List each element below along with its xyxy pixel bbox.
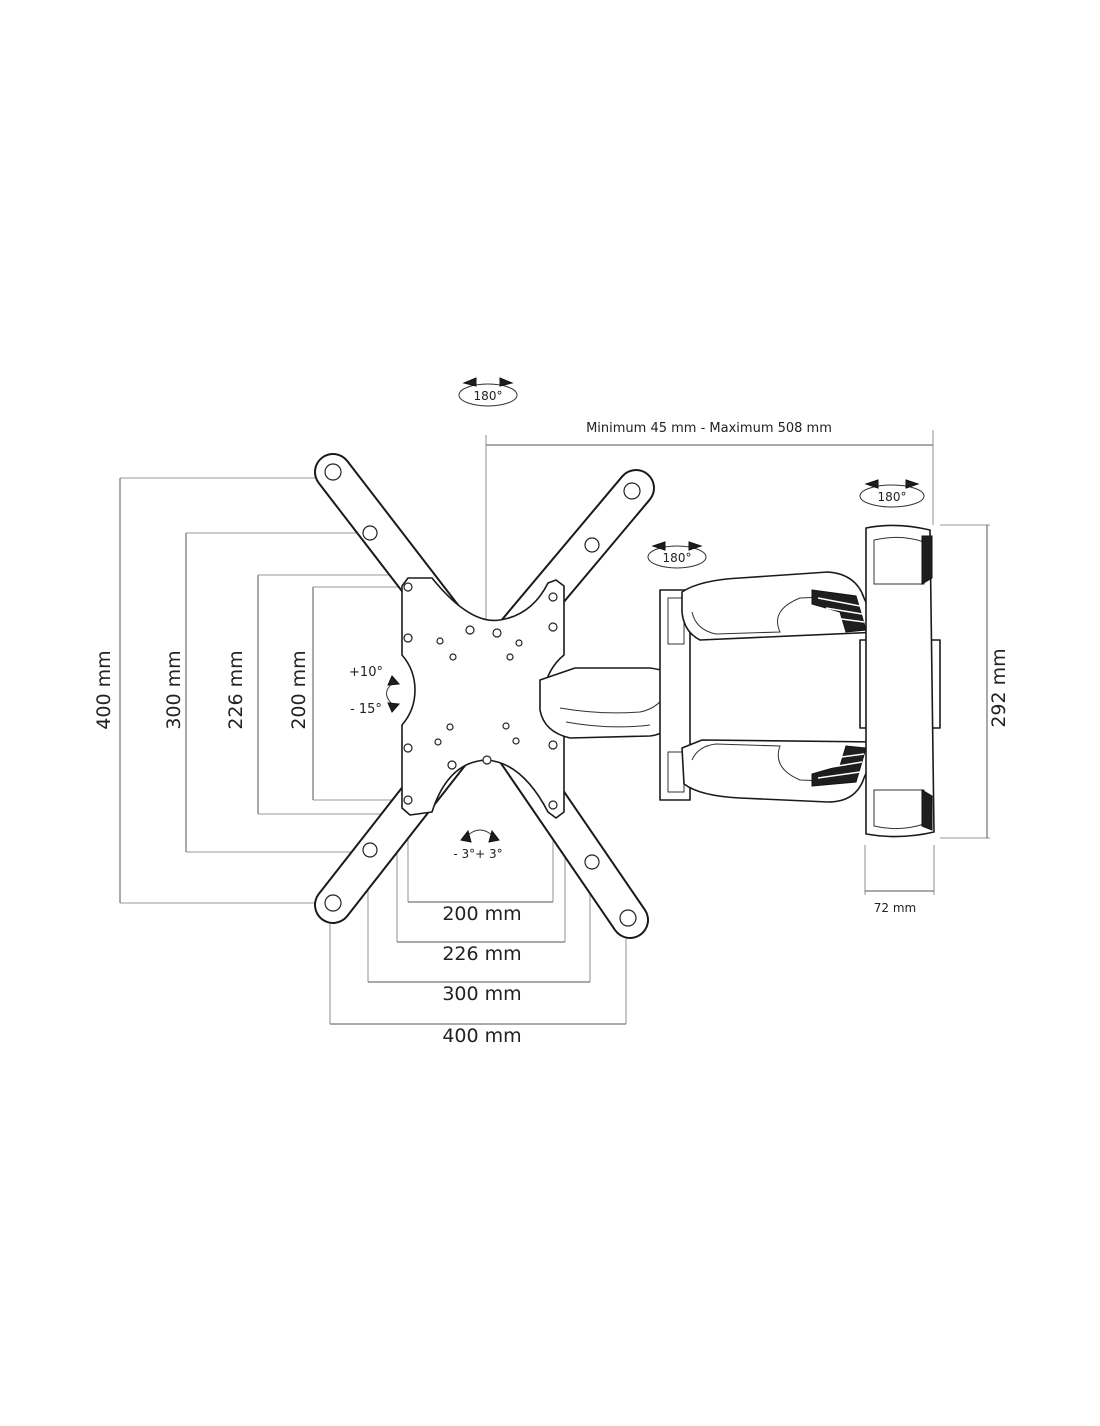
rotation-arm-label: 180°	[663, 551, 692, 565]
swivel-indicator: - 3°+ 3°	[453, 829, 503, 861]
vertical-dim-226: 226 mm	[225, 650, 247, 729]
swivel-label: - 3°+ 3°	[453, 847, 502, 861]
rotation-arm-indicator: 180°	[647, 541, 707, 569]
tilt-down-label: - 15°	[350, 702, 382, 717]
arm-upper-grip	[811, 589, 867, 633]
vertical-dim-300: 300 mm	[163, 650, 185, 729]
arm-upper-segment	[681, 571, 881, 641]
horizontal-dim-226: 226 mm	[442, 943, 521, 965]
extension-label: Minimum 45 mm - Maximum 508 mm	[586, 421, 832, 436]
plate-holes	[403, 582, 558, 810]
extension-dimension: Minimum 45 mm - Maximum 508 mm	[485, 421, 934, 620]
vertical-dim-200: 200 mm	[288, 650, 310, 729]
rotation-wall-indicator: 180°	[859, 479, 925, 508]
mount-hole	[324, 894, 342, 912]
rotation-wall-label: 180°	[878, 490, 907, 504]
mount-hole	[584, 537, 600, 553]
mount-hole	[584, 854, 600, 870]
vertical-dim-400: 400 mm	[93, 650, 115, 729]
mount-hole	[623, 482, 641, 500]
horizontal-dimensions: 200 mm 226 mm 300 mm 400 mm	[329, 810, 627, 1047]
mount-hole	[619, 909, 637, 927]
mount-hole	[362, 842, 378, 858]
horizontal-dim-300: 300 mm	[442, 983, 521, 1005]
wall-plate	[865, 524, 935, 838]
vertical-dimensions: 400 mm 300 mm 226 mm 200 mm	[93, 477, 408, 904]
tilt-up-label: +10°	[349, 665, 383, 680]
rotation-top-label: 180°	[474, 389, 503, 403]
vesa-bracket	[314, 453, 655, 939]
wall-height-label: 292 mm	[988, 648, 1010, 727]
horizontal-dim-200: 200 mm	[442, 903, 521, 925]
bracket-center-plate	[401, 577, 565, 819]
wall-plate-dimensions: 292 mm 72 mm	[864, 524, 1010, 915]
arm-lower-segment	[681, 739, 881, 803]
wall-depth-label: 72 mm	[874, 901, 916, 915]
mount-hole	[362, 525, 378, 541]
mount-hole	[324, 463, 342, 481]
horizontal-dim-400: 400 mm	[442, 1025, 521, 1047]
tilt-indicator: +10° - 15°	[349, 665, 401, 717]
rotation-top-indicator: 180°	[458, 377, 518, 407]
